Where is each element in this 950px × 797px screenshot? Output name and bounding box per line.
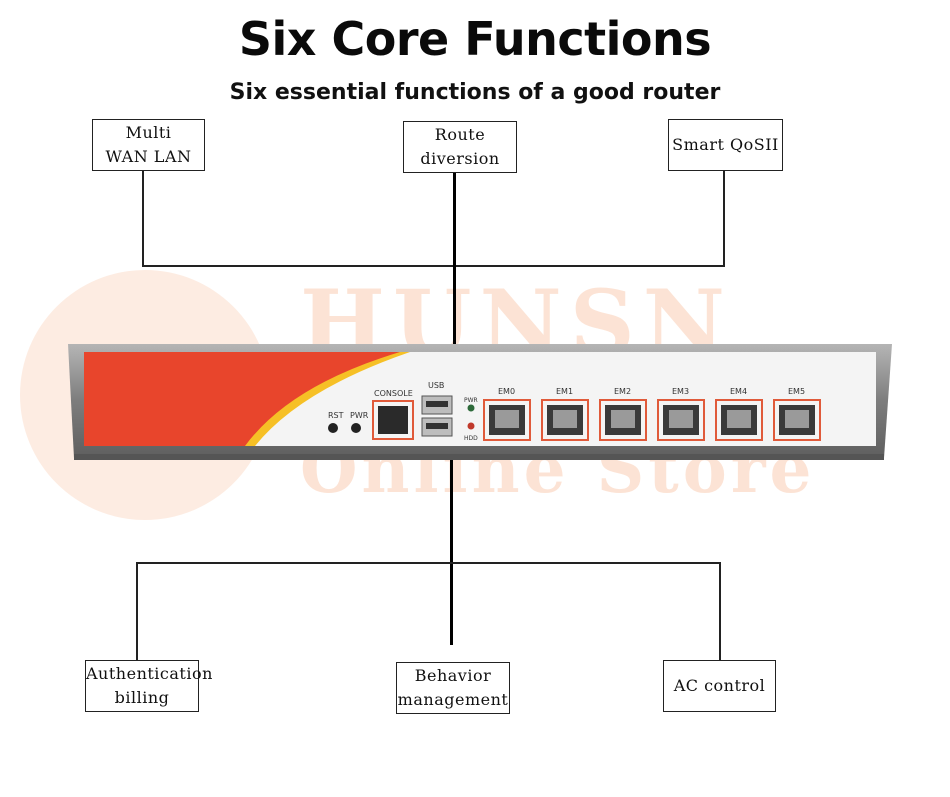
ethernet-port-frame <box>599 399 647 441</box>
function-label-line2: management <box>397 690 509 709</box>
function-label-line2: WAN LAN <box>105 147 192 166</box>
function-label-line1: Route <box>434 125 486 144</box>
usb-port-bottom-tongue <box>426 423 448 429</box>
ethernet-port-contacts <box>669 410 693 428</box>
function-label-line2: billing <box>114 688 170 707</box>
function-box-multi-wan-lan: Multi WAN LAN <box>92 119 205 171</box>
ethernet-port-frame <box>483 399 531 441</box>
ethernet-port-frame <box>715 399 763 441</box>
ethernet-port-label: EM4 <box>730 387 747 396</box>
led-hdd <box>467 422 475 430</box>
power-button <box>351 423 361 433</box>
ethernet-port-contacts <box>611 410 635 428</box>
reset-button <box>328 423 338 433</box>
console-label: CONSOLE <box>374 389 413 398</box>
connector-bottom-left-vertical <box>136 562 138 662</box>
connector-top-center-vertical <box>453 172 456 350</box>
button-label-rst: RST <box>328 411 344 420</box>
function-label-line1: AC control <box>673 676 766 695</box>
chassis-bottom-edge <box>74 454 884 460</box>
console-port-socket <box>378 406 408 434</box>
function-box-authentication-billing: Authentication billing <box>85 660 213 712</box>
connector-top-horizontal <box>142 265 725 267</box>
connector-top-left-vertical <box>142 170 144 266</box>
page-title: Six Core Functions <box>238 12 712 66</box>
connector-bottom-right-vertical <box>719 562 721 662</box>
ethernet-port-contacts <box>495 410 519 428</box>
usb-port-top-tongue <box>426 401 448 407</box>
ethernet-port-frame <box>657 399 705 441</box>
ethernet-port-label: EM3 <box>672 387 689 396</box>
router-front-panel: RST PWR CONSOLE USB PWR HDD EM0 EM1 EM2 EM3… <box>68 344 892 460</box>
page-subtitle: Six essential functions of a good router <box>229 80 721 105</box>
function-label-line1: Authentication <box>86 664 213 683</box>
connector-bottom-horizontal <box>136 562 720 564</box>
function-box-ac-control: AC control <box>663 660 776 712</box>
ethernet-ports: EM0 EM1 EM2 EM3 EM4 EM5 <box>483 387 821 441</box>
connector-top-right-vertical <box>723 170 725 266</box>
console-port <box>372 400 414 440</box>
function-label-line1: Smart QoSII <box>672 135 779 154</box>
function-label-line1: Multi <box>125 123 172 142</box>
ethernet-port-contacts <box>553 410 577 428</box>
function-box-behavior-management: Behavior management <box>396 662 510 714</box>
led-label-pwr: PWR <box>464 397 478 404</box>
ethernet-port-label: EM2 <box>614 387 631 396</box>
ethernet-port-contacts <box>727 410 751 428</box>
ethernet-port-label: EM0 <box>498 387 515 396</box>
function-label-line2: diversion <box>420 149 500 168</box>
function-box-route-diversion: Route diversion <box>403 121 517 173</box>
function-box-smart-qos: Smart QoSII <box>668 119 783 171</box>
led-label-hdd: HDD <box>464 435 478 442</box>
ethernet-port-frame <box>773 399 821 441</box>
button-label-pwr: PWR <box>350 411 369 420</box>
panel-accent-red <box>84 352 400 446</box>
ethernet-port-frame <box>541 399 589 441</box>
ethernet-port-label: EM1 <box>556 387 573 396</box>
ethernet-port-label: EM5 <box>788 387 805 396</box>
function-label-line1: Behavior <box>414 666 492 685</box>
connector-bottom-center-vertical <box>450 460 453 645</box>
led-pwr <box>467 404 475 412</box>
usb-label: USB <box>428 381 444 390</box>
ethernet-port-contacts <box>785 410 809 428</box>
